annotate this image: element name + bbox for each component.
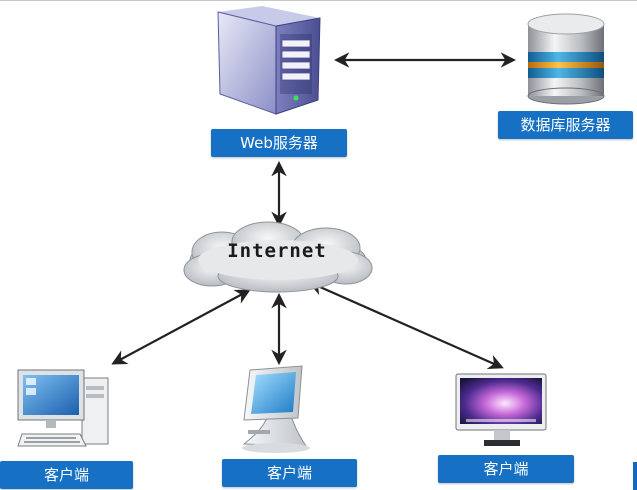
internet-label: Internet [227,240,327,262]
client-middle-node [236,364,316,454]
web-server-node [210,4,322,116]
top-border-line [0,0,637,1]
client-right-label: 客户端 [438,455,574,483]
client-left-label: 客户端 [0,461,133,489]
database-cylinder-icon [527,13,605,105]
server-tower-icon [217,6,321,115]
client-middle-label: 客户端 [222,459,357,487]
widescreen-monitor-icon [455,373,547,446]
internet-cloud-node [178,220,378,296]
database-server-node [524,10,608,106]
edge-internet-client-left [111,289,251,365]
edge-internet-client-right [308,280,504,370]
cloud-icon [183,221,373,293]
web-server-label: Web服务器 [211,129,347,157]
edge-fragment [633,462,637,490]
database-server-label: 数据库服务器 [498,111,633,139]
client-left-node [16,368,116,454]
all-in-one-pc-icon [242,365,310,453]
desktop-pc-icon [17,369,109,447]
client-right-node [454,372,550,452]
